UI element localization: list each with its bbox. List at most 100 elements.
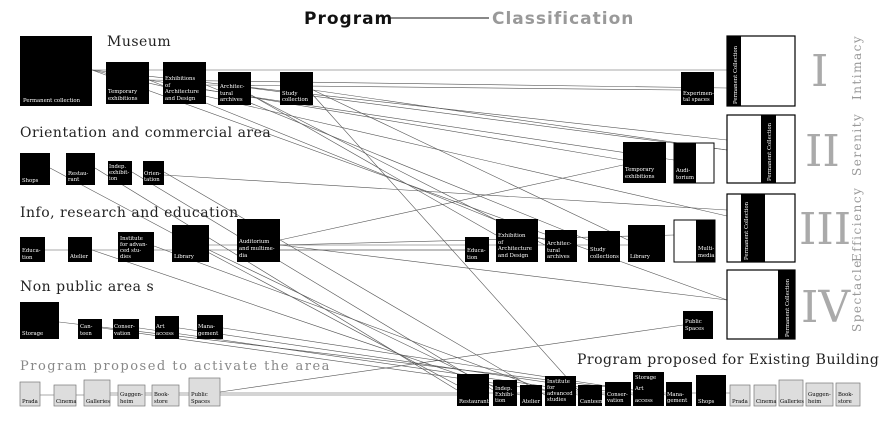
label-shops-existing: Shops xyxy=(698,399,715,405)
class-box-1-label: Permanent Collection xyxy=(733,45,739,104)
connection-line xyxy=(163,171,546,396)
class-box-3-label: Permanent Collection xyxy=(744,201,750,260)
node-bookstore-left xyxy=(151,384,180,407)
class-box-2-label: Permanent Collection xyxy=(767,122,773,181)
label-permanent-collection: Permanent collection xyxy=(23,98,81,104)
node-atelier-existing xyxy=(520,385,542,406)
label-prada-left: Prada xyxy=(22,399,39,405)
node-prada-left xyxy=(19,381,41,407)
node-auditorium-right-fill xyxy=(674,143,696,183)
label-galleries-right: Galleries xyxy=(780,399,804,405)
numeral-4: IV xyxy=(801,282,851,333)
class-box-4-band xyxy=(778,270,795,339)
section-nonpublic: Non public area s xyxy=(20,279,154,295)
connection-line xyxy=(208,249,497,389)
label-shops: Shops xyxy=(22,178,39,184)
node-architectural-archives-right xyxy=(545,230,577,262)
label-management: Mana-gement xyxy=(198,324,219,337)
node-temp-exhibitions-right xyxy=(623,142,666,183)
node-library xyxy=(172,225,209,262)
connection-line xyxy=(58,321,634,391)
node-conservation xyxy=(113,319,139,339)
connection-line xyxy=(279,164,624,241)
numeral-1: I xyxy=(811,46,828,97)
node-indep-exhibition-existing xyxy=(493,380,517,406)
node-study-collections-right xyxy=(588,231,620,262)
node-permanent-collection xyxy=(20,36,92,106)
node-shops xyxy=(20,153,50,185)
connection-line xyxy=(49,167,458,386)
connection-line xyxy=(91,249,521,396)
node-auditorium xyxy=(237,219,280,262)
numeral-2: II xyxy=(805,126,840,177)
node-conservation-existing xyxy=(605,382,631,406)
connection-line xyxy=(312,89,629,241)
label-restaurant: Restau-rant xyxy=(68,171,89,183)
title-classification: Classification xyxy=(492,9,634,29)
class-label-serenity: Serenity xyxy=(850,113,864,176)
label-auditorium-right: Audi-torium xyxy=(675,168,694,181)
node-public-spaces-left xyxy=(188,377,221,407)
node-bookstore-right xyxy=(835,382,861,407)
node-exhibitions-arch-design xyxy=(163,62,206,104)
node-study-collection xyxy=(280,72,313,105)
label-canteen: Can-teen xyxy=(80,324,93,337)
label-guggenheim-right: Guggen-heim xyxy=(808,392,831,405)
connection-line xyxy=(153,245,546,391)
class-box-2-band xyxy=(761,115,776,183)
node-guggenheim-left xyxy=(117,384,146,407)
connection-line xyxy=(279,244,728,301)
connection-line xyxy=(205,89,675,161)
node-art-access xyxy=(155,316,179,339)
node-institute-existing xyxy=(545,376,576,406)
node-institute xyxy=(118,232,154,262)
label-guggenheim-left: Guggen-heim xyxy=(120,392,143,405)
class-box-1-band xyxy=(727,36,741,106)
connection-line xyxy=(138,327,606,396)
node-indep-exhibition xyxy=(108,161,132,185)
class-label-intimacy: Intimacy xyxy=(850,35,864,100)
label-galleries-left: Galleries xyxy=(86,399,110,405)
connection-line xyxy=(148,79,546,241)
node-management xyxy=(197,315,223,339)
node-cinema-right xyxy=(753,384,777,407)
title-program: Program xyxy=(304,9,393,29)
node-restaurant-existing xyxy=(457,374,489,406)
label-atelier-existing: Atelier xyxy=(521,399,541,405)
connection-line xyxy=(250,87,728,151)
node-education xyxy=(20,237,45,262)
node-galleries-right xyxy=(778,379,804,407)
node-restaurant xyxy=(66,153,95,185)
node-storage-art-existing xyxy=(633,372,664,406)
connection-line xyxy=(250,94,497,236)
label-education: Educa-tion xyxy=(22,248,41,261)
node-temporary-exhibitions xyxy=(106,62,149,104)
node-canteen xyxy=(78,319,102,339)
connection-line xyxy=(222,327,667,396)
label-library-right: Library xyxy=(630,254,650,260)
label-storage: Storage xyxy=(22,331,43,337)
class-box-3-band xyxy=(741,194,765,262)
section-museum: Museum xyxy=(107,34,171,50)
label-prada-right: Prada xyxy=(732,399,749,405)
node-exhibition-arch-right xyxy=(496,219,538,262)
class-label-spectacle: Spectacle xyxy=(850,259,864,332)
label-bookstore-left: Book-store xyxy=(154,392,169,405)
class-label-efficiency: Efficiency xyxy=(850,187,864,262)
label-conservation-existing: Conser-vation xyxy=(606,392,628,404)
node-management-existing xyxy=(666,382,692,406)
section-proposed-activate: Program proposed to activate the area xyxy=(20,359,331,374)
node-prada-right xyxy=(729,384,751,407)
